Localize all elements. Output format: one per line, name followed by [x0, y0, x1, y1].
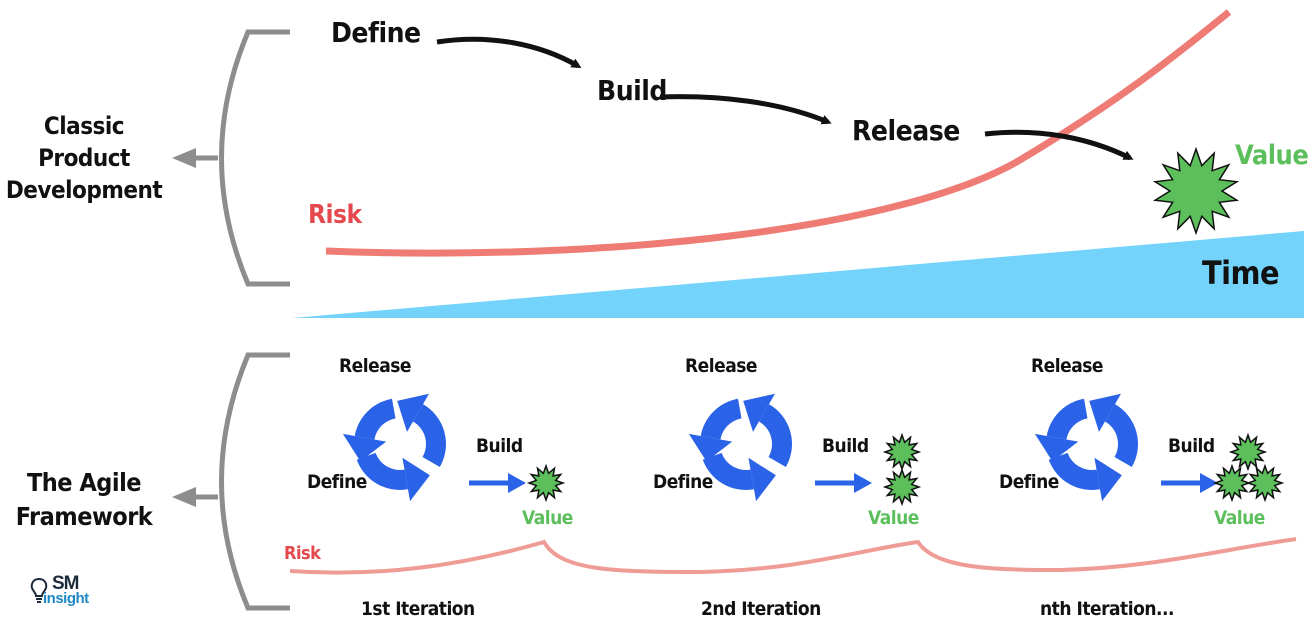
lightbulb-icon — [30, 577, 48, 603]
cycle-arc — [759, 404, 792, 467]
agile-risk-label: Risk — [284, 543, 321, 564]
cycle-arrowhead-icon — [1034, 433, 1079, 462]
build-to-release-arrow — [659, 94, 832, 125]
cycle-arrowhead-icon — [748, 457, 776, 502]
classic-risk-label: Risk — [308, 200, 362, 230]
iteration-build-label: Build — [822, 435, 869, 457]
classic-step-define: Define — [331, 16, 421, 49]
cycle-arc — [700, 398, 742, 440]
agile-bracket — [190, 352, 290, 611]
classic-bracket-arrow-icon — [172, 148, 196, 168]
agile-title-line-2: Framework — [15, 502, 153, 531]
arrowhead-icon — [508, 473, 526, 493]
iteration-build-label: Build — [476, 435, 523, 457]
cycle-arrowhead-icon — [1089, 393, 1121, 432]
arrowhead-icon — [1200, 473, 1218, 493]
cycle-arc — [356, 452, 408, 490]
iteration-build-label: Build — [1168, 435, 1215, 457]
release-to-value-arrow — [984, 129, 1134, 161]
cycle-arrowhead-icon — [688, 433, 733, 462]
iteration-define-label: Define — [653, 471, 713, 493]
classic-bracket — [190, 29, 290, 287]
cycle-arrowhead-icon — [1094, 457, 1122, 502]
classic-title-line-2: Product — [38, 144, 130, 172]
value-star-icon — [1228, 432, 1268, 472]
cycle-arrowhead-icon — [342, 433, 387, 462]
cycle-arrows-icon — [342, 393, 446, 502]
value-star-icon — [1152, 146, 1240, 236]
cycle-arc — [702, 452, 754, 490]
time-wedge — [292, 231, 1304, 318]
iteration-define-label: Define — [999, 471, 1059, 493]
value-star-icon — [882, 467, 922, 507]
iteration-label: 1st Iteration — [361, 598, 475, 620]
cycle-arrows-icon — [1034, 393, 1138, 502]
classic-risk-curve — [325, 9, 1232, 257]
classic-step-build: Build — [597, 74, 667, 107]
classic-step-release: Release — [852, 114, 960, 147]
cycle-arc — [1046, 398, 1088, 440]
iteration-define-label: Define — [307, 471, 367, 493]
time-label: Time — [1202, 254, 1280, 292]
cycle-arrows-icon — [688, 393, 792, 502]
cycle-arc — [413, 404, 446, 467]
classic-value-label: Value — [1235, 140, 1309, 171]
logo-text-sm: SM — [52, 573, 79, 594]
value-star-icon — [526, 463, 566, 503]
cycle-arc — [1048, 452, 1100, 490]
classic-title-line-1: Classic — [43, 112, 125, 140]
logo-text-insight: insight — [43, 590, 89, 607]
cycle-arc — [1105, 404, 1138, 467]
value-star-icon — [1245, 463, 1285, 503]
cycle-arrowhead-icon — [397, 393, 429, 432]
agile-bracket-arrow-icon — [172, 487, 196, 507]
iteration-value-label: Value — [868, 507, 919, 529]
iteration-value-label: Value — [522, 507, 573, 529]
cycle-arrowhead-icon — [402, 457, 430, 502]
cycle-arc — [354, 398, 396, 440]
iteration-release-label: Release — [685, 355, 758, 377]
cycle-arrowhead-icon — [743, 393, 775, 432]
agile-title-line-1: The Agile — [26, 468, 142, 497]
arrowhead-icon — [854, 473, 872, 493]
value-star-icon — [882, 432, 922, 472]
iteration-value-label: Value — [1214, 507, 1265, 529]
sm-insight-logo: SM insight — [30, 573, 100, 615]
agile-risk-curve — [289, 537, 1297, 575]
iteration-release-label: Release — [339, 355, 412, 377]
iteration-label: 2nd Iteration — [701, 598, 821, 620]
iteration-label: nth Iteration... — [1040, 598, 1174, 620]
agile-title: The Agile Framework — [4, 466, 164, 534]
classic-title: Classic Product Development — [4, 110, 164, 206]
value-star-icon — [1212, 463, 1252, 503]
iteration-release-label: Release — [1031, 355, 1104, 377]
define-to-build-arrow — [436, 36, 582, 69]
classic-title-line-3: Development — [5, 176, 163, 204]
